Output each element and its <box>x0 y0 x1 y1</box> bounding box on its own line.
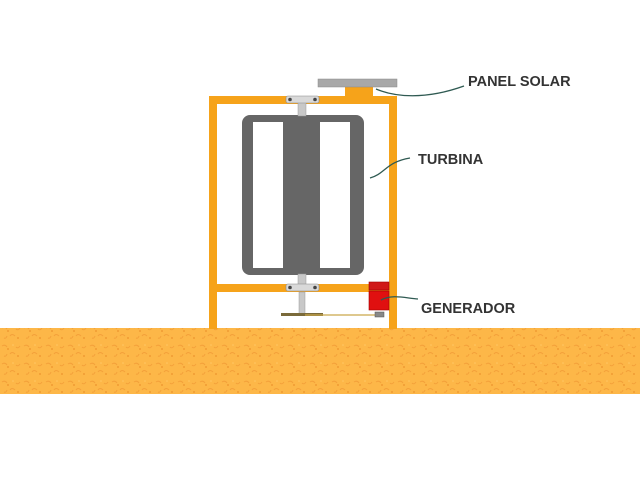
generator-leader-line <box>380 296 419 301</box>
blade-window-right <box>320 122 350 268</box>
solar-panel <box>317 78 398 88</box>
ground <box>0 328 640 394</box>
label-panel-solar: PANEL SOLAR <box>468 74 571 90</box>
drive-pulley <box>281 313 323 316</box>
top-bearing <box>285 95 320 104</box>
shaft-top <box>297 101 307 117</box>
panel-mount <box>345 86 373 97</box>
shaft-bottom <box>298 291 306 315</box>
label-turbina: TURBINA <box>418 152 484 168</box>
frame-right-post <box>389 96 397 329</box>
solar-panel-leader-line <box>375 85 465 97</box>
generator <box>368 281 390 311</box>
blade-window-left <box>253 122 283 268</box>
generator-pulley <box>374 311 385 318</box>
frame-left-post <box>209 96 217 329</box>
label-generador: GENERADOR <box>421 301 516 317</box>
turbine-leader-line <box>369 157 411 179</box>
turbine-rotor <box>242 115 364 275</box>
lower-bearing <box>285 283 320 292</box>
drive-belt <box>281 311 385 318</box>
